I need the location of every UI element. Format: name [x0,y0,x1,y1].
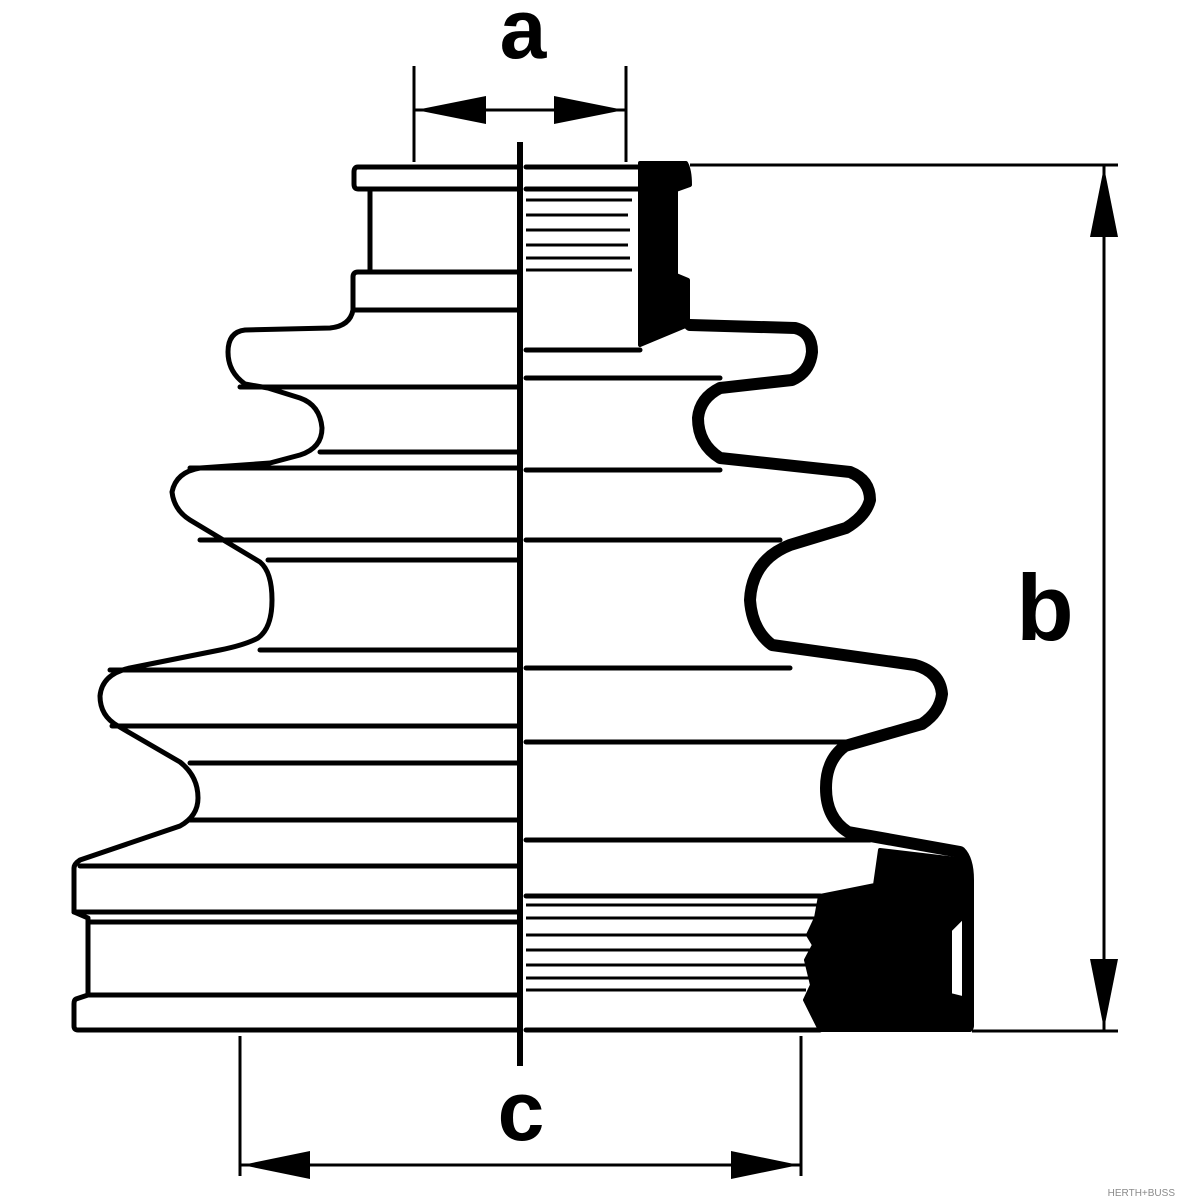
label-a: a [500,0,548,76]
dimension-a [412,66,628,162]
thread-lines [526,198,820,992]
boot-left-profile [71,164,523,1033]
boot-right-section [523,164,873,1033]
label-c: c [498,1064,545,1158]
boot-wall-section [638,161,974,1032]
watermark-text: HERTH+BUSS [1108,1188,1176,1199]
label-b: b [1016,555,1073,660]
dimension-b [690,163,1118,1033]
dimension-c [238,1036,803,1179]
